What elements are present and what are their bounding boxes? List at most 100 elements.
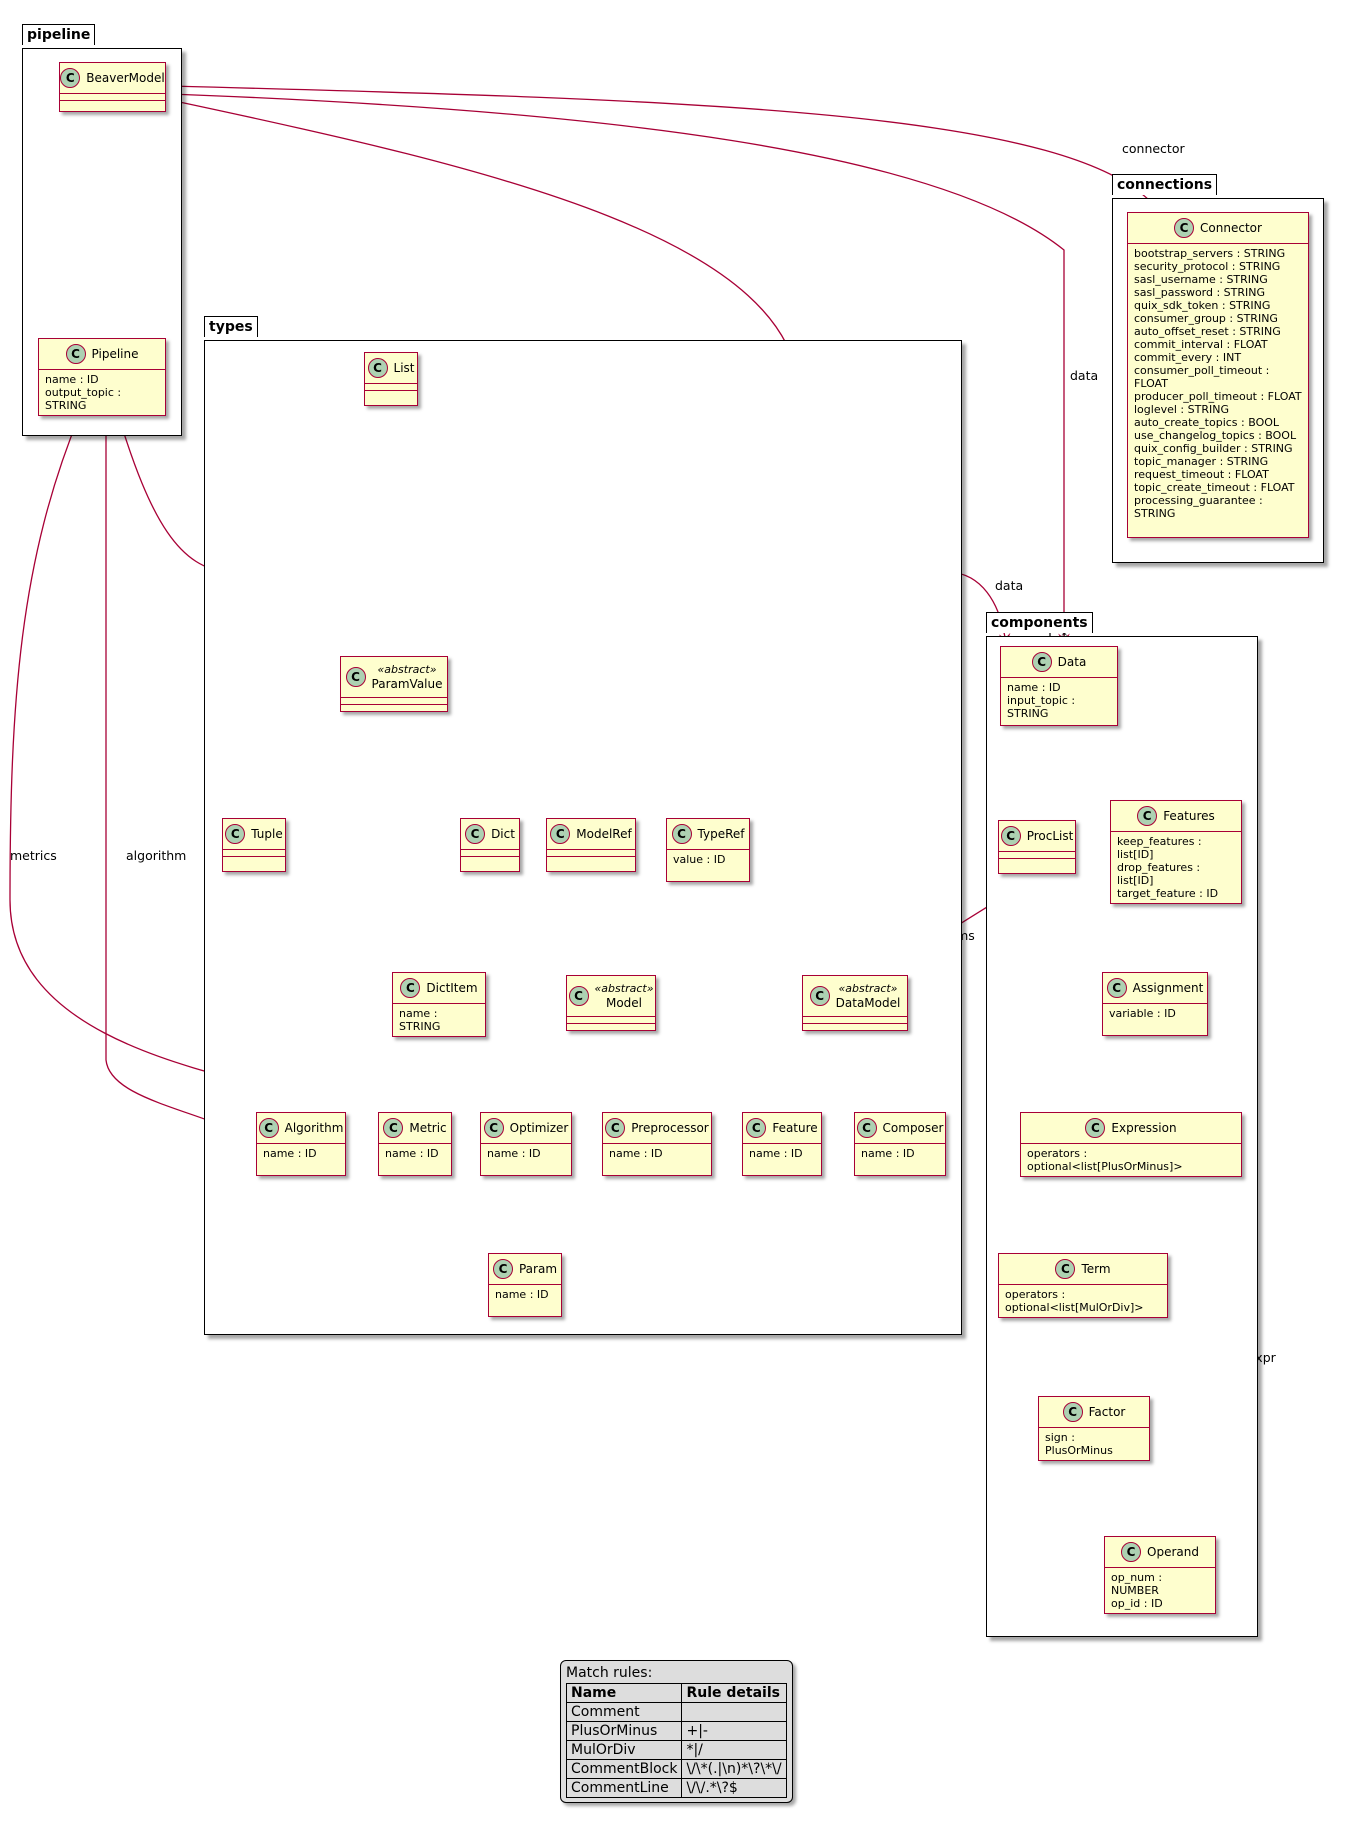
class-attribute: target_feature : ID bbox=[1117, 887, 1219, 900]
class-title: Optimizer bbox=[509, 1121, 569, 1135]
class-separator bbox=[365, 383, 417, 390]
class-attribute: name : ID bbox=[45, 373, 99, 386]
class-attributes: name : ID bbox=[603, 1143, 711, 1163]
class-c-icon: C bbox=[492, 1259, 513, 1279]
class-header: C Factor bbox=[1039, 1397, 1149, 1427]
class-c-icon: C bbox=[1031, 652, 1052, 672]
class-separator bbox=[567, 1023, 655, 1030]
class-attributes: operators : optional<list[PlusOrMinus]> bbox=[1021, 1143, 1241, 1176]
class-attribute: sign : PlusOrMinus bbox=[1045, 1431, 1113, 1457]
class-separator bbox=[803, 1016, 907, 1023]
class-paramvalue: C«abstract»ParamValue bbox=[340, 656, 448, 712]
class-title: Expression bbox=[1111, 1121, 1177, 1135]
class-name: Operand bbox=[1147, 1545, 1199, 1559]
class-title: Composer bbox=[882, 1121, 944, 1135]
class-attribute: name : STRING bbox=[399, 1007, 441, 1033]
class-attributes: sign : PlusOrMinus bbox=[1039, 1427, 1149, 1460]
class-attribute: drop_features : list[ID] bbox=[1117, 861, 1201, 887]
class-header: C Composer bbox=[855, 1113, 945, 1143]
class-attribute: variable : ID bbox=[1109, 1007, 1176, 1020]
relation-label: metrics bbox=[10, 848, 57, 863]
legend-row: CommentLine \/\/.*\?$ bbox=[565, 1778, 787, 1798]
class-attribute: quix_config_builder : STRING bbox=[1134, 442, 1293, 455]
class-title: Factor bbox=[1088, 1405, 1126, 1419]
class-attribute: input_topic : STRING bbox=[1007, 694, 1076, 720]
class-attribute: request_timeout : FLOAT bbox=[1134, 468, 1269, 481]
class-attribute: consumer_group : STRING bbox=[1134, 312, 1278, 325]
class-c-icon: C bbox=[568, 986, 589, 1006]
class-attribute: loglevel : STRING bbox=[1134, 403, 1229, 416]
legend-row: Comment bbox=[565, 1702, 787, 1722]
class-c-icon: C bbox=[1055, 1259, 1076, 1279]
class-attribute: name : ID bbox=[609, 1147, 663, 1160]
class-separator bbox=[547, 849, 635, 856]
class-stereotype: «abstract» bbox=[838, 982, 898, 995]
class-separator bbox=[547, 856, 635, 863]
class-title: List bbox=[393, 361, 415, 375]
class-title: Preprocessor bbox=[631, 1121, 709, 1135]
class-header: C«abstract»ParamValue bbox=[341, 657, 447, 697]
class-stereotype: «abstract» bbox=[594, 982, 654, 995]
legend-rule-name: Comment bbox=[565, 1702, 683, 1722]
class-factor: C Factor sign : PlusOrMinus bbox=[1038, 1396, 1150, 1461]
class-c-icon: C bbox=[671, 824, 692, 844]
class-attribute: use_changelog_topics : BOOL bbox=[1134, 429, 1297, 442]
class-header: C «abstract»DataModel bbox=[803, 976, 907, 1016]
class-title: Dict bbox=[491, 827, 515, 841]
legend-rule-name: CommentBlock bbox=[565, 1759, 683, 1779]
class-name: Preprocessor bbox=[631, 1121, 708, 1135]
legend-rule-name: PlusOrMinus bbox=[565, 1721, 683, 1741]
legend-row: MulOrDiv *|/ bbox=[565, 1740, 787, 1760]
class-title: Tuple bbox=[251, 827, 283, 841]
class-attributes: keep_features : list[ID]drop_features : … bbox=[1111, 831, 1241, 903]
class-attribute: sasl_username : STRING bbox=[1134, 273, 1268, 286]
relation-label: data bbox=[1070, 368, 1098, 383]
legend-rule-detail bbox=[681, 1702, 787, 1722]
class-attribute: consumer_poll_timeout : FLOAT bbox=[1134, 364, 1270, 390]
class-c-icon: C bbox=[809, 986, 830, 1006]
class-attribute: topic_create_timeout : FLOAT bbox=[1134, 481, 1295, 494]
legend-table: Name Rule details Comment PlusOrMinus +|… bbox=[565, 1683, 787, 1798]
class-name: Connector bbox=[1200, 221, 1262, 235]
class-attribute: name : ID bbox=[749, 1147, 803, 1160]
class-title: DataModel bbox=[835, 996, 901, 1010]
class-attribute: commit_every : INT bbox=[1134, 351, 1242, 364]
class-attribute: operators : optional<list[PlusOrMinus]> bbox=[1027, 1147, 1183, 1173]
class-c-icon: C bbox=[1062, 1402, 1083, 1422]
class-name: Tuple bbox=[251, 827, 282, 841]
class-c-icon: C bbox=[856, 1118, 877, 1138]
legend-rule-detail: *|/ bbox=[681, 1740, 787, 1760]
class-separator bbox=[461, 849, 519, 856]
class-attributes: name : ID bbox=[489, 1284, 561, 1304]
class-title: Metric bbox=[409, 1121, 447, 1135]
class-c-icon: C bbox=[65, 344, 86, 364]
class-attribute: name : ID bbox=[861, 1147, 915, 1160]
class-title: DictItem bbox=[426, 981, 478, 995]
class-c-icon: C bbox=[258, 1118, 279, 1138]
class-c-icon: C bbox=[383, 1118, 404, 1138]
class-name: Factor bbox=[1089, 1405, 1126, 1419]
class-name: Dict bbox=[491, 827, 515, 841]
legend-row: PlusOrMinus +|- bbox=[565, 1721, 787, 1741]
package-tab-connections: connections bbox=[1112, 174, 1218, 195]
class-attribute: quix_sdk_token : STRING bbox=[1134, 299, 1271, 312]
